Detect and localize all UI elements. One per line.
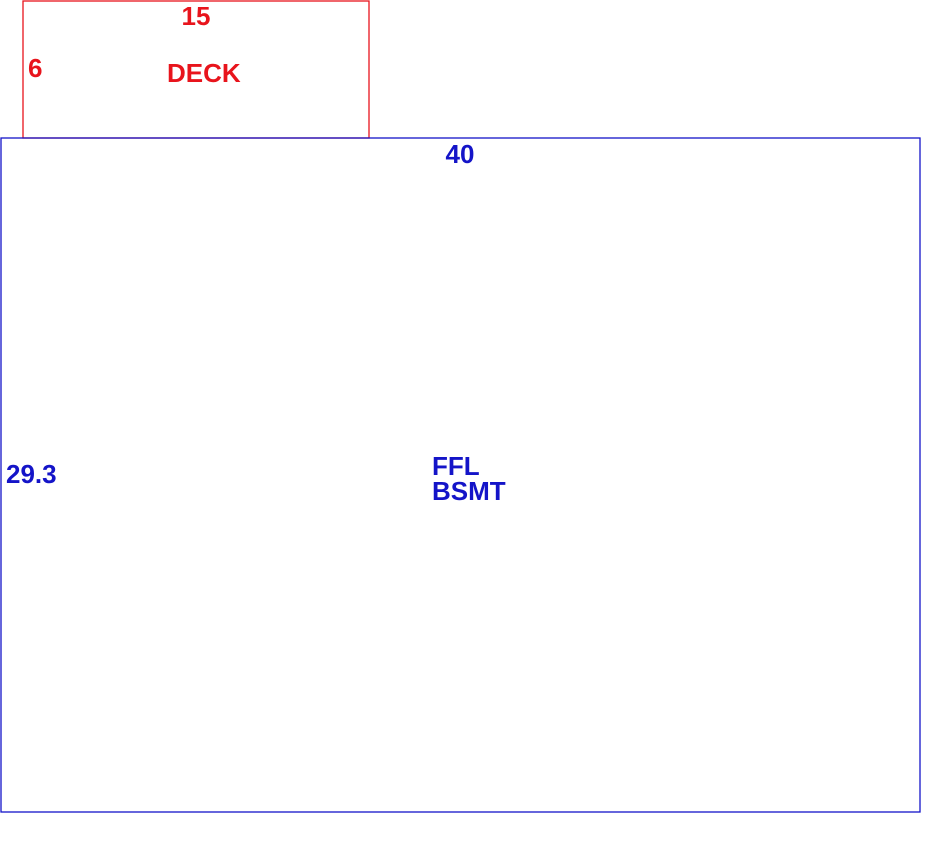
- deck-width-label: 15: [182, 1, 211, 31]
- basement-label-ffl: FFL: [432, 451, 480, 481]
- basement-width-label: 40: [446, 139, 475, 169]
- basement-outline: [0, 137, 921, 813]
- deck-label: DECK: [167, 58, 241, 88]
- deck-area: 15 6 DECK: [22, 0, 370, 139]
- basement-area: 40 29.3 FFL BSMT: [0, 137, 921, 813]
- basement-label-bsmt: BSMT: [432, 476, 506, 506]
- deck-depth-label: 6: [28, 53, 42, 83]
- basement-depth-label: 29.3: [6, 459, 57, 489]
